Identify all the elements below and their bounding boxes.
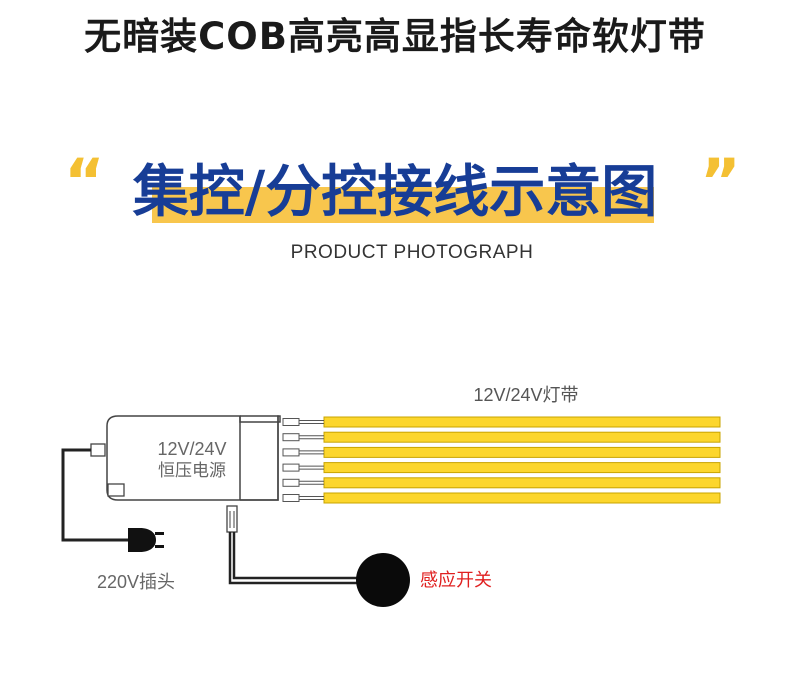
led-strip bbox=[323, 416, 721, 428]
plug-label: 220V插头 bbox=[97, 572, 175, 592]
strip-connector bbox=[282, 418, 324, 426]
section-title: 集控/分控接线示意图 bbox=[132, 160, 658, 225]
sensor-wire-pair bbox=[232, 532, 358, 580]
strip-connector bbox=[282, 494, 324, 502]
ac-input-connector bbox=[90, 443, 106, 457]
power-supply-clip bbox=[107, 483, 125, 497]
led-strip bbox=[323, 462, 721, 474]
sensor-connector bbox=[226, 505, 238, 533]
section-subtitle: PRODUCT PHOTOGRAPH bbox=[290, 242, 534, 263]
power-supply-cap bbox=[240, 415, 279, 501]
ac-cord bbox=[61, 448, 128, 542]
power-supply-voltage-label: 12V/24V bbox=[157, 439, 226, 459]
page-title: 无暗装COB高亮高显指长寿命软灯带 bbox=[84, 15, 706, 58]
strip-connector bbox=[282, 478, 324, 487]
led-strip bbox=[323, 492, 721, 504]
open-quote-mark: “ bbox=[64, 145, 105, 218]
plug-icon bbox=[128, 528, 164, 552]
sensor-label: 感应开关 bbox=[420, 570, 492, 590]
power-supply-type-label: 恒压电源 bbox=[158, 461, 226, 480]
strip-connector bbox=[282, 433, 324, 442]
strip-connectors bbox=[282, 418, 324, 502]
section-heading: “ 集控/分控接线示意图 ” bbox=[0, 145, 790, 235]
sensor-wire bbox=[228, 532, 358, 585]
strip-label: 12V/24V灯带 bbox=[473, 385, 578, 405]
power-supply: 12V/24V 恒压电源 bbox=[90, 415, 281, 501]
led-strip bbox=[323, 477, 721, 489]
sensor-switch-icon bbox=[356, 553, 410, 607]
led-strip bbox=[323, 446, 721, 458]
strip-connector bbox=[282, 463, 324, 472]
strip-connector bbox=[282, 448, 324, 457]
led-strip bbox=[323, 431, 721, 443]
close-quote-mark: ” bbox=[700, 145, 741, 218]
led-strips bbox=[323, 416, 721, 504]
heading-highlight-bar bbox=[152, 187, 654, 223]
